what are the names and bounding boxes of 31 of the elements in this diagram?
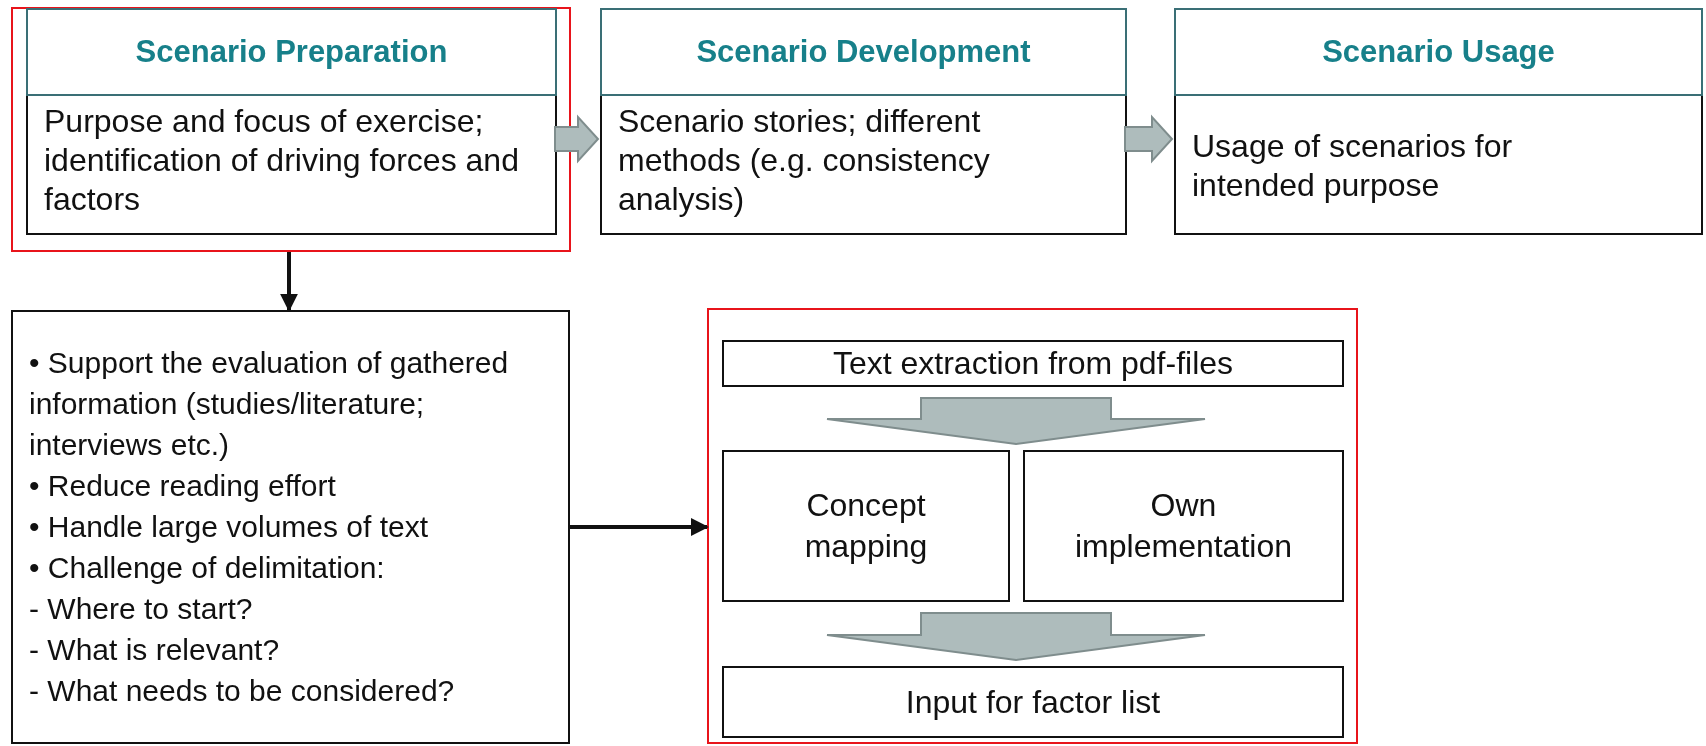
block-arrow <box>826 397 1206 445</box>
stage-heading: Scenario Usage <box>1174 8 1703 96</box>
bullet-text: • Reduce reading effort <box>29 468 336 504</box>
stage-description: Purpose and focus of exercise; identification of driving forces and factors <box>44 102 520 219</box>
highlight-frame <box>707 308 1358 744</box>
stage-description: Scenario stories; different methods (e.g. consistency analysis) <box>618 102 991 219</box>
stage-card <box>1174 8 1703 235</box>
arrow <box>280 252 298 312</box>
bullet-text: - What is relevant? <box>29 632 280 668</box>
block-arrow <box>1124 114 1174 164</box>
bullet-text: - Where to start? <box>29 591 253 627</box>
bullet-text: • Support the evaluation of gathered information (studies/literature; interviews etc.) <box>29 345 510 463</box>
process-box <box>722 340 1344 387</box>
process-label: Text extraction from pdf-files <box>832 344 1234 383</box>
stage-heading: Scenario Development <box>600 8 1127 96</box>
process-label: Own implementation <box>1074 486 1293 566</box>
bullet-text: • Handle large volumes of text <box>29 509 429 545</box>
arrow <box>570 518 709 536</box>
stage-description: Usage of scenarios for intended purpose <box>1192 126 1514 205</box>
bullet-text: - What needs to be considered? <box>29 673 455 709</box>
process-label: Concept mapping <box>803 486 929 566</box>
stage-card <box>600 8 1127 235</box>
process-box <box>722 450 1010 602</box>
process-label: Input for factor list <box>905 682 1161 722</box>
stage-heading: Scenario Preparation <box>26 8 557 96</box>
block-arrow <box>826 612 1206 661</box>
process-box <box>722 666 1344 738</box>
notes-box <box>11 310 570 744</box>
process-box <box>1023 450 1344 602</box>
bullet-text: • Challenge of delimitation: <box>29 550 385 586</box>
block-arrow <box>554 114 600 164</box>
